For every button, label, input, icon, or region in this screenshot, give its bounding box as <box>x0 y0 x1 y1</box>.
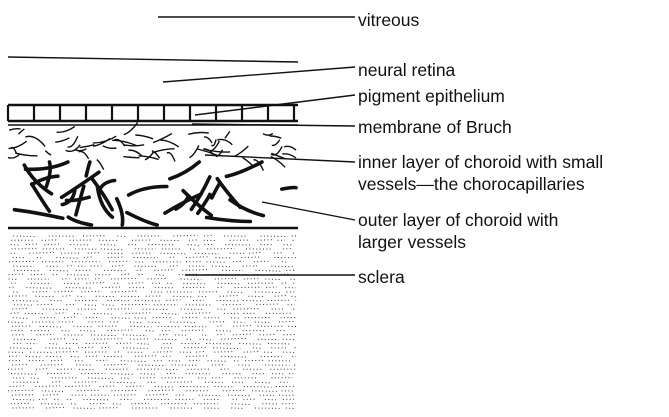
large-vessel <box>212 184 219 198</box>
large-vessel <box>129 186 167 195</box>
inner-choroid-label-line1: inner layer of choroid with small <box>358 151 603 173</box>
small-vessel <box>152 149 174 153</box>
neural-retina-label: neural retina <box>358 59 455 81</box>
outer-choroid-leader-line <box>262 202 355 220</box>
choroid-outer-vessels <box>14 162 296 225</box>
sclera-fiber-dots <box>8 235 296 408</box>
large-vessel <box>226 162 262 176</box>
small-vessel <box>55 138 69 142</box>
large-vessel <box>191 177 209 209</box>
large-vessel <box>26 162 68 169</box>
outer-choroid-label-line1: outer layer of choroid with <box>358 209 558 231</box>
small-vessel <box>270 136 282 138</box>
small-vessel <box>79 151 89 158</box>
large-vessel <box>117 199 123 225</box>
small-vessel <box>272 140 280 146</box>
large-vessel <box>67 197 90 200</box>
vitreous-label: vitreous <box>358 9 419 31</box>
large-vessel <box>282 188 296 190</box>
small-vessel <box>19 129 25 134</box>
small-vessel <box>25 136 45 146</box>
small-vessel <box>204 137 212 143</box>
small-vessel <box>8 154 20 158</box>
membrane-of-bruch-label: membrane of Bruch <box>358 116 512 138</box>
sclera-label: sclera <box>358 266 405 288</box>
small-vessel <box>97 160 104 170</box>
large-vessel <box>86 162 90 176</box>
small-vessel <box>135 135 153 139</box>
large-vessel <box>14 210 62 219</box>
large-vessel <box>207 218 251 222</box>
small-vessel <box>57 127 75 133</box>
inner-choroid-label-line2: vessels—the chorocapillaries <box>358 173 603 195</box>
small-vessel <box>103 146 117 148</box>
small-vessel <box>190 145 199 157</box>
pigment-epithelium-label: pigment epithelium <box>358 85 505 107</box>
small-vessel <box>217 139 232 144</box>
small-vessel <box>80 145 95 148</box>
small-vessel <box>282 154 296 158</box>
outer-choroid-label: outer layer of choroid with larger vesse… <box>358 209 558 253</box>
small-vessel <box>45 151 51 156</box>
large-vessel <box>217 179 240 208</box>
small-vessel <box>160 140 179 147</box>
retina-boundary-line <box>8 57 298 62</box>
small-vessel <box>188 133 209 135</box>
small-vessel <box>235 146 249 156</box>
small-vessel <box>263 133 273 135</box>
small-vessel <box>225 131 230 138</box>
neural-retina-leader-line <box>163 67 355 82</box>
small-vessel <box>167 153 175 162</box>
inner-choroid-label: inner layer of choroid with small vessel… <box>358 151 603 195</box>
small-vessel <box>284 146 296 150</box>
sclera-stipple <box>8 235 296 408</box>
outer-choroid-label-line2: larger vessels <box>358 231 558 253</box>
large-vessel <box>46 162 50 187</box>
small-vessel <box>123 157 139 158</box>
small-vessel <box>9 129 20 131</box>
large-vessel <box>68 217 91 225</box>
large-vessel <box>127 213 157 225</box>
small-vessel <box>128 150 141 156</box>
large-vessel <box>170 162 199 179</box>
